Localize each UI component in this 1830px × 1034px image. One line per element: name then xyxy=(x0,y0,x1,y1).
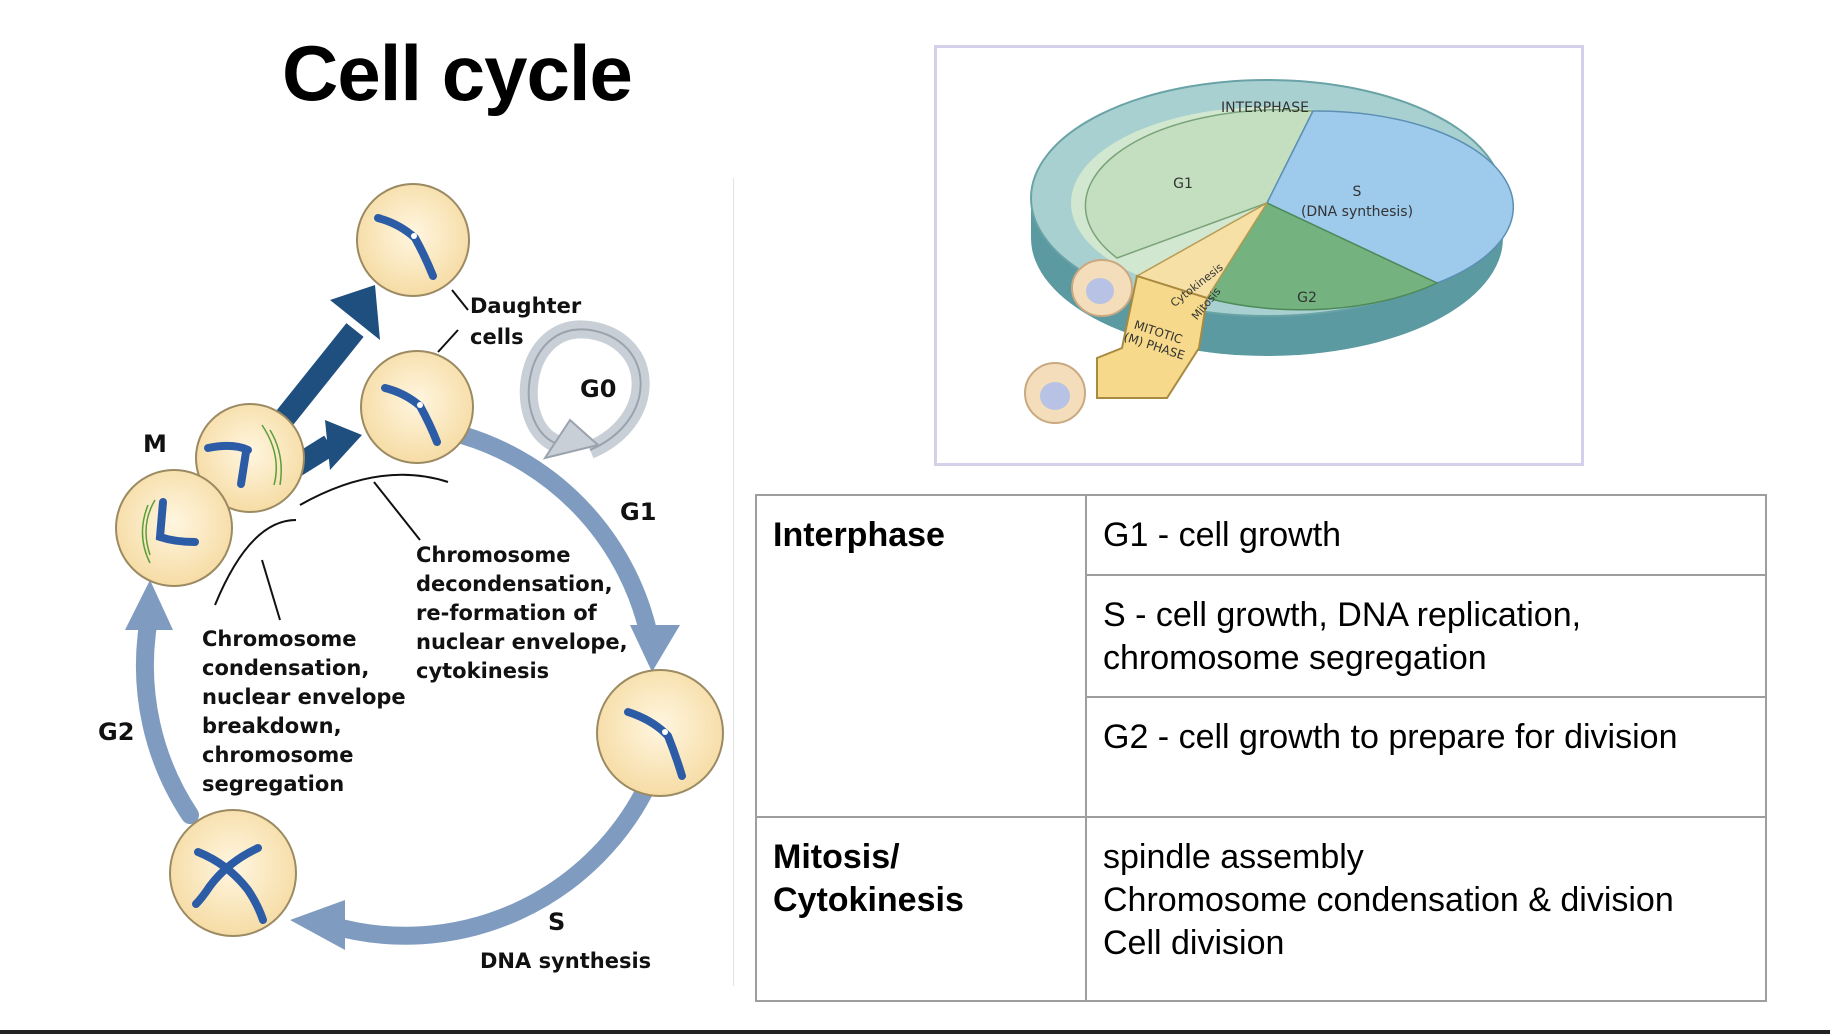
pie-slice-g1 xyxy=(1084,109,1315,259)
mitosis-description-line1: spindle assembly xyxy=(1103,838,1364,876)
daughter-cells-label-line1: Daughter xyxy=(470,294,582,318)
table-row: S - cell growth, DNA replication, chromos… xyxy=(756,574,1767,698)
g2-description: G2 - cell growth to prepare for division xyxy=(1085,696,1767,818)
cell-cycle-diagram: Daughter cells G0 M G1 G2 S DNA synthesi… xyxy=(98,183,724,973)
pie-s-label: S xyxy=(1353,184,1362,200)
cell-cycle-pie: INTERPHASE G1 S (DNA synthesis) G2 MITOT… xyxy=(1024,79,1515,424)
note-condensation-line2: condensation, xyxy=(202,656,369,680)
g2-description-text: G2 - cell growth to prepare for division xyxy=(1103,718,1678,756)
daughter-cell-top xyxy=(356,183,470,297)
pie-slice-g2 xyxy=(1205,202,1439,311)
dividing-cell xyxy=(115,403,305,587)
cycle-ring-arc xyxy=(135,616,199,824)
m-phase-label: M xyxy=(143,430,167,458)
pie-s-sublabel: (DNA synthesis) xyxy=(1301,204,1413,220)
s-label: S xyxy=(548,908,565,936)
mitotic-arrow xyxy=(1096,274,1209,399)
note-condensation-line6: segregation xyxy=(202,772,344,796)
cycle-arrowhead-g2 xyxy=(125,580,173,630)
note-decondensation-line4: nuclear envelope, xyxy=(416,630,628,654)
daughter-cells-label-line2: cells xyxy=(470,325,524,349)
note-condensation-line1: Chromosome xyxy=(202,627,357,651)
mitosis-heading-line2: Cytokinesis xyxy=(773,881,964,919)
table-row: Interphase G1 - cell growth xyxy=(755,494,1767,818)
cycle-ring-arc xyxy=(321,771,659,945)
mitosis-heading-line1: Mitosis/ xyxy=(773,838,900,876)
note-condensation-line4: breakdown, xyxy=(202,714,342,738)
cycle-arrowhead-s xyxy=(290,900,345,950)
table-row: G2 - cell growth to prepare for division xyxy=(756,696,1767,818)
g0-arrowhead xyxy=(542,418,601,460)
s-description-line2: chromosome segregation xyxy=(1103,639,1487,677)
g2-cell xyxy=(169,809,297,937)
g1-description-text: G1 - cell growth xyxy=(1103,516,1342,554)
note-decondensation-line1: Chromosome xyxy=(416,543,571,567)
cycle-arrowhead-g1 xyxy=(630,625,680,672)
mitosis-description-line2: Chromosome condensation & division xyxy=(1103,881,1674,919)
pie-slice-s xyxy=(1265,110,1515,284)
note-decondensation-line3: re-formation of xyxy=(416,601,598,625)
note-decondensation-line5: cytokinesis xyxy=(416,659,549,683)
s-description: S - cell growth, DNA replication, chromos… xyxy=(1085,574,1767,698)
mitosis-description-line3: Cell division xyxy=(1103,924,1285,962)
pie-g1-label: G1 xyxy=(1173,176,1193,192)
interphase-cell: Interphase xyxy=(755,494,1087,818)
daughter-cell-bottom xyxy=(360,350,474,464)
s-description-line1: S - cell growth, DNA replication, xyxy=(1103,596,1582,634)
phase-table: Interphase G1 - cell growth S - cell gro… xyxy=(755,494,1767,1002)
division-arrow-upper xyxy=(266,323,364,437)
bottom-border xyxy=(0,1030,1830,1034)
pie-diagram-frame: INTERPHASE G1 S (DNA synthesis) G2 MITOT… xyxy=(934,45,1584,466)
s-sublabel: DNA synthesis xyxy=(480,949,651,973)
division-arrowhead-upper xyxy=(330,285,380,340)
g1-description: G1 - cell growth xyxy=(1085,494,1767,576)
cycle-ring-arc xyxy=(453,426,659,649)
mitosis-cell: Mitosis/Cytokinesis xyxy=(755,816,1087,1002)
note-decondensation-line2: decondensation, xyxy=(416,572,613,596)
division-arrowhead-lower xyxy=(325,420,362,470)
g0-label: G0 xyxy=(580,375,616,403)
g2-label: G2 xyxy=(98,718,134,746)
note-condensation-line3: nuclear envelope xyxy=(202,685,406,709)
g1-label: G1 xyxy=(620,498,656,526)
g1-cell xyxy=(596,669,724,797)
pie-g2-label: G2 xyxy=(1297,290,1317,306)
page-title: Cell cycle xyxy=(282,29,633,117)
note-condensation-line5: chromosome xyxy=(202,743,354,767)
vertical-divider xyxy=(733,178,734,986)
interphase-heading: Interphase xyxy=(773,516,945,554)
pie-interphase-label: INTERPHASE xyxy=(1221,100,1309,116)
